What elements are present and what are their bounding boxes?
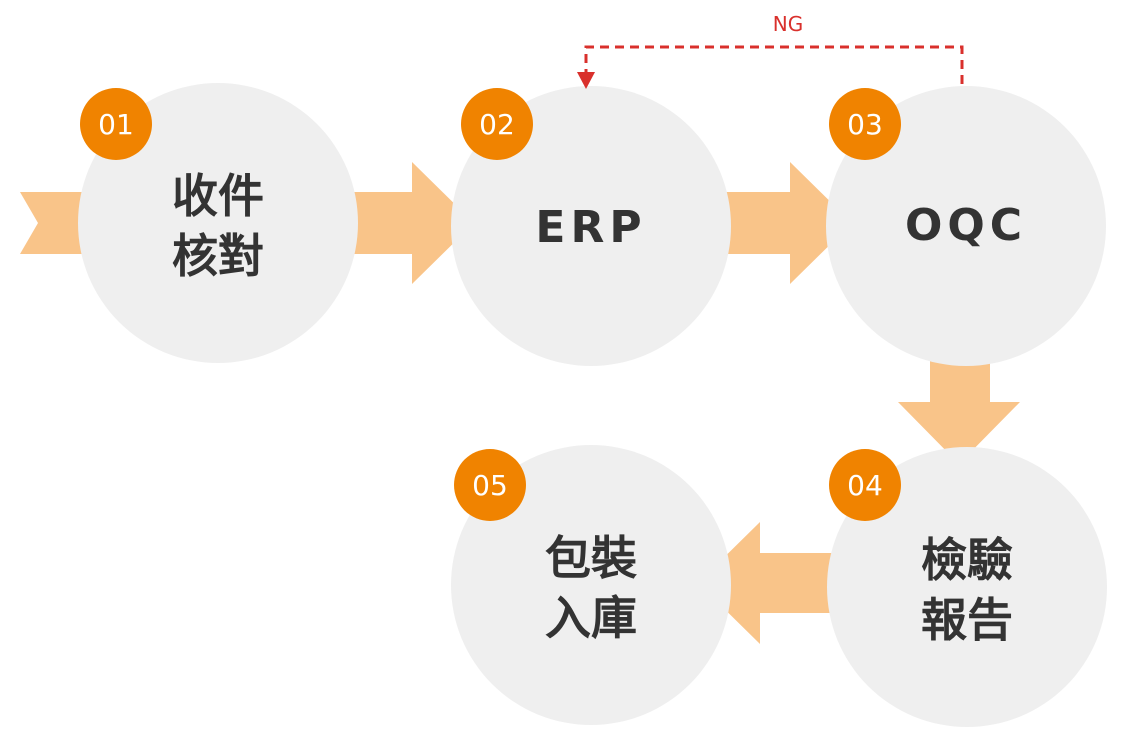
ng-dashed-line [584, 45, 964, 84]
ng-label: NG [773, 12, 803, 36]
step-circle [827, 447, 1107, 727]
arrow-03-to-04 [898, 355, 1020, 464]
ng-feedback-loop: NG [577, 12, 964, 89]
step-number: 02 [479, 108, 515, 141]
step-label-line-2: 入庫 [545, 591, 637, 645]
step-circle [451, 86, 731, 366]
step-04: 檢驗 報告 04 [827, 447, 1107, 727]
step-label-line-1: 檢驗 [921, 533, 1013, 587]
step-05: 包裝 入庫 05 [451, 445, 731, 725]
step-circle [78, 83, 358, 363]
step-number-badge [829, 88, 901, 160]
arrow-04-to-05 [698, 522, 845, 644]
step-number: 01 [98, 108, 134, 141]
step-number-badge [461, 88, 533, 160]
step-02: ERP 02 [451, 86, 731, 366]
step-label-line-2: 報告 [921, 593, 1013, 647]
step-number-badge [80, 88, 152, 160]
step-number: 03 [847, 108, 883, 141]
step-number: 05 [472, 469, 508, 502]
arrow-02-to-03 [718, 162, 852, 284]
step-01: 收件 核對 01 [78, 83, 358, 363]
step-number-badge [829, 449, 901, 521]
arrow-01-to-02 [340, 162, 474, 284]
step-number-badge [454, 449, 526, 521]
step-circle [451, 445, 731, 725]
ng-arrowhead-icon [577, 72, 595, 89]
step-03: OQC 03 [826, 86, 1106, 366]
step-label-line-2: 核對 [172, 229, 264, 283]
step-number: 04 [847, 469, 883, 502]
step-label-line-1: 包裝 [545, 531, 637, 585]
step-label-line-1: 收件 [172, 169, 264, 223]
step-label-line-1: OQC [905, 200, 1027, 251]
step-label-line-1: ERP [535, 202, 646, 253]
step-circle [826, 86, 1106, 366]
